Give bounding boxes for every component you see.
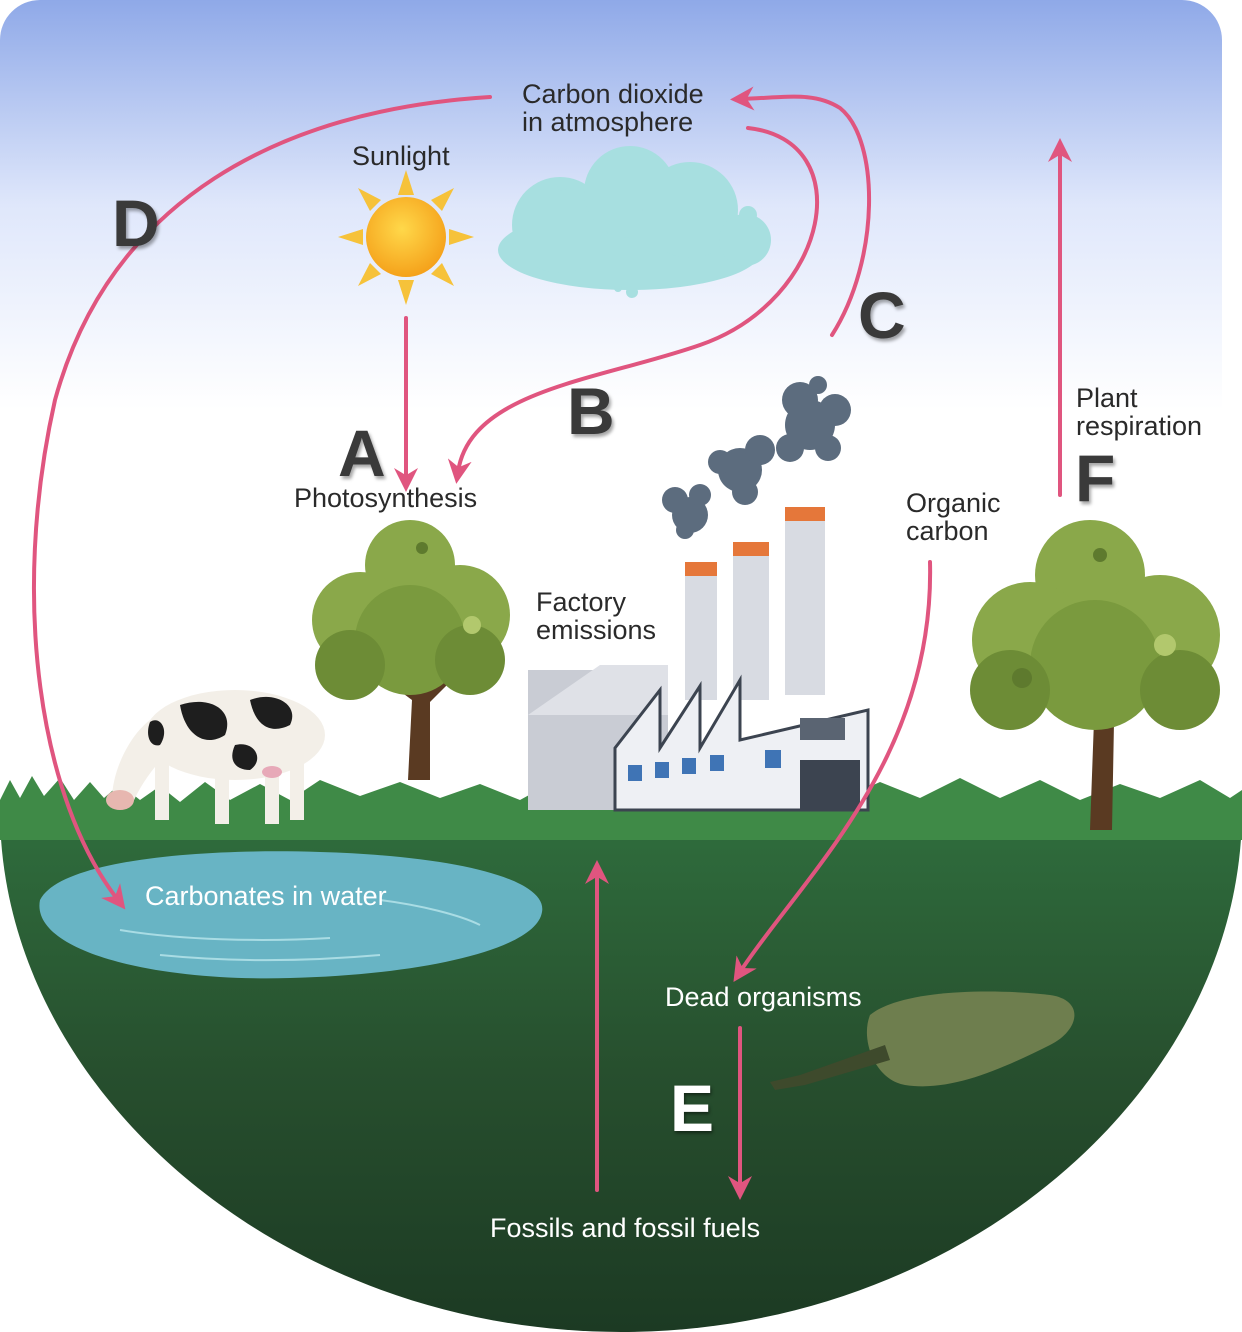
fossils-label: Fossils and fossil fuels bbox=[490, 1213, 761, 1243]
smoke-icon bbox=[662, 376, 851, 539]
sunlight-label: Sunlight bbox=[352, 141, 450, 171]
dead-organism-icon bbox=[770, 991, 1075, 1090]
co2-label-line1: Carbon dioxide bbox=[522, 79, 704, 109]
factory-label-line1: Factory bbox=[536, 587, 627, 617]
cow-icon bbox=[106, 690, 325, 824]
tree-icon bbox=[312, 520, 510, 780]
factory-icon bbox=[528, 507, 870, 812]
sun-icon bbox=[338, 170, 474, 305]
factory-label-line2: emissions bbox=[536, 615, 657, 645]
organic-carbon-label-line2: carbon bbox=[906, 516, 989, 546]
sky-background bbox=[0, 0, 1222, 820]
organic-carbon-label-line1: Organic bbox=[906, 488, 1001, 518]
pond-icon bbox=[39, 851, 543, 979]
arrow-d bbox=[32, 95, 492, 910]
letter-e: E bbox=[670, 1071, 715, 1145]
carbonates-label: Carbonates in water bbox=[145, 881, 387, 911]
letter-a: A bbox=[338, 416, 386, 490]
letter-f: F bbox=[1075, 441, 1116, 515]
letter-b: B bbox=[567, 374, 615, 448]
arrow-b bbox=[447, 126, 820, 484]
letter-d: D bbox=[112, 186, 160, 260]
arrows bbox=[32, 86, 1072, 1200]
cloud-icon bbox=[498, 146, 771, 298]
co2-label-line2: in atmosphere bbox=[522, 107, 694, 137]
dead-organisms-label: Dead organisms bbox=[665, 982, 862, 1012]
arrow-c bbox=[730, 86, 872, 337]
tree-icon bbox=[970, 520, 1220, 830]
plant-respiration-label-line2: respiration bbox=[1076, 411, 1203, 441]
letter-c: C bbox=[858, 278, 906, 352]
photosynthesis-label: Photosynthesis bbox=[294, 483, 478, 513]
plant-respiration-label-line1: Plant bbox=[1076, 383, 1138, 413]
arrow-organic-carbon bbox=[733, 560, 933, 983]
